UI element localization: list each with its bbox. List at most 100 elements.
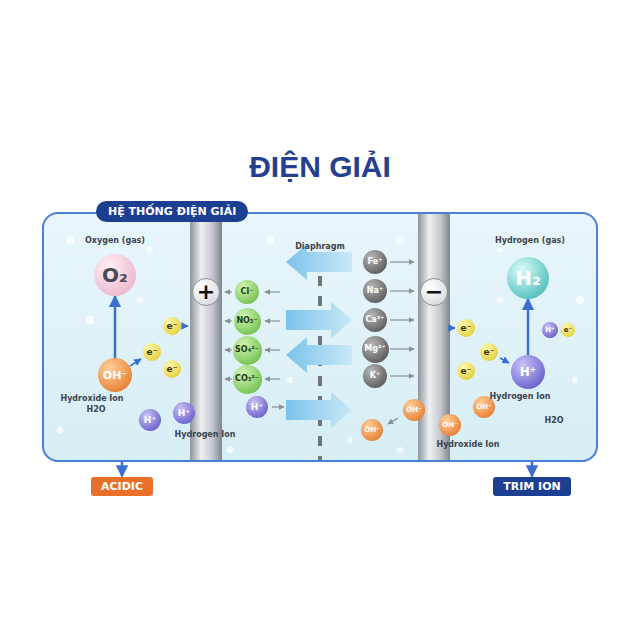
illustration-part: [184, 325, 188, 327]
node-text: H₂: [515, 268, 541, 288]
illustration-part: [265, 291, 280, 292]
node-text: −: [425, 281, 443, 303]
gas-label: Oxygen (gas): [85, 236, 145, 245]
output-label: TRIM ION: [493, 477, 571, 496]
illustration-part: [66, 236, 74, 244]
electron-arrows: [130, 326, 509, 366]
illustration-part: [265, 378, 280, 379]
anion: SO₄²⁻: [233, 336, 262, 365]
node-text: K⁺: [370, 372, 380, 380]
gas-label: Hydrogen (gas): [495, 236, 565, 245]
anion: Cl⁻: [235, 280, 259, 304]
water-label: H2O: [86, 405, 105, 414]
ion-label: Hydrogen Ion: [490, 392, 551, 401]
node-text: e⁻: [167, 365, 178, 374]
node-text: e⁻: [167, 322, 178, 331]
node-text: H⁺: [251, 403, 263, 412]
node-text: H⁺: [545, 327, 555, 334]
node-text: e⁻: [484, 348, 495, 357]
illustration-part: [390, 348, 414, 349]
flow-arrow: [121, 462, 124, 477]
electron: e⁻: [480, 343, 498, 361]
node-text: NO₃⁻: [236, 317, 257, 325]
node-text: H⁺: [178, 409, 190, 418]
illustration-part: [347, 437, 353, 443]
illustration-part: [390, 319, 414, 320]
hydrogen-ion: H⁺: [511, 355, 545, 389]
cation: Ca²⁺: [363, 308, 387, 332]
illustration-part: [497, 247, 503, 253]
anion: CO₃²⁻: [233, 365, 262, 394]
ion-label: Hydrogen Ion: [175, 430, 236, 439]
node-text: Mg²⁺: [364, 345, 385, 353]
illustration-part: [225, 291, 232, 292]
node-text: OH⁻: [442, 422, 458, 429]
cation: K⁺: [363, 364, 387, 388]
ion-arrows: [225, 262, 414, 424]
node-text: H⁺: [144, 416, 156, 425]
node-text: O₂: [102, 265, 128, 285]
illustration-part: [388, 418, 398, 424]
flow-arrow: [531, 462, 534, 477]
cation: Na⁺: [363, 279, 387, 303]
panel-fill: [42, 212, 598, 462]
illustration-part: [390, 375, 414, 376]
electron: e⁻: [457, 362, 475, 380]
output-label: ACIDIC: [91, 477, 153, 496]
illustration-part: [576, 296, 584, 304]
node-text: +: [197, 281, 215, 303]
illustration-part: [497, 297, 503, 303]
node-text: Na⁺: [367, 287, 383, 295]
hydrogen-ion: H⁺: [542, 322, 558, 338]
illustration-part: [225, 320, 232, 321]
illustration-part: [227, 447, 233, 453]
illustration-part: [266, 236, 274, 244]
panel-heading: HỆ THỐNG ĐIỆN GIẢI: [96, 201, 248, 222]
anion: NO₃⁻: [234, 308, 261, 335]
illustration-part: [57, 427, 63, 433]
hydrogen-ion: H⁺: [246, 396, 268, 418]
hydroxide-ion: OH⁻: [439, 414, 461, 436]
illustration-part: [86, 316, 94, 324]
anode-sign: +: [192, 278, 220, 306]
oxygen-molecule: O₂: [94, 254, 136, 296]
node-text: OH⁻: [364, 427, 380, 434]
flow-arrows: [286, 244, 352, 428]
illustration-part: [147, 247, 153, 253]
electron: e⁻: [143, 343, 161, 361]
illustration-part: [500, 358, 509, 363]
illustration-part: [225, 349, 232, 350]
illustration-part: [452, 327, 455, 329]
anode-plate: [190, 214, 222, 460]
flow-arrow: [114, 296, 117, 358]
electron: e⁻: [163, 317, 181, 335]
hydroxide-ion: OH⁻: [361, 419, 383, 441]
cathode-sign: −: [420, 278, 448, 306]
node-text: OH⁻: [103, 370, 127, 381]
illustration-part: [572, 377, 578, 383]
node-text: e⁻: [147, 348, 158, 357]
illustration-part: [286, 302, 352, 338]
node-text: Ca²⁺: [366, 316, 385, 324]
hydrogen-ion: H⁺: [139, 409, 161, 431]
flow-arrow: [527, 299, 530, 355]
node-text: e⁻: [461, 324, 472, 333]
diaphragm-label: Diaphragm: [295, 242, 345, 251]
hydroxide-ion: OH⁻: [403, 399, 425, 421]
node-text: e⁻: [461, 367, 472, 376]
node-text: CO₃²⁻: [235, 375, 259, 383]
electron: e⁻: [561, 323, 575, 337]
node-text: TRIM ION: [503, 481, 561, 492]
ion-label: Hydroxide Ion: [436, 440, 499, 449]
illustration-part: [272, 406, 284, 407]
node-text: ACIDIC: [101, 481, 143, 492]
node-text: OH⁻: [476, 404, 492, 411]
illustration-part: [287, 377, 293, 383]
hydrogen-molecule: H₂: [507, 257, 549, 299]
ion-label: Hydroxide Ion: [60, 394, 123, 403]
hydroxide-ion: OH⁻: [98, 358, 132, 392]
illustration-part: [225, 378, 232, 379]
diagram-title: ĐIỆN GIẢI: [0, 150, 640, 184]
